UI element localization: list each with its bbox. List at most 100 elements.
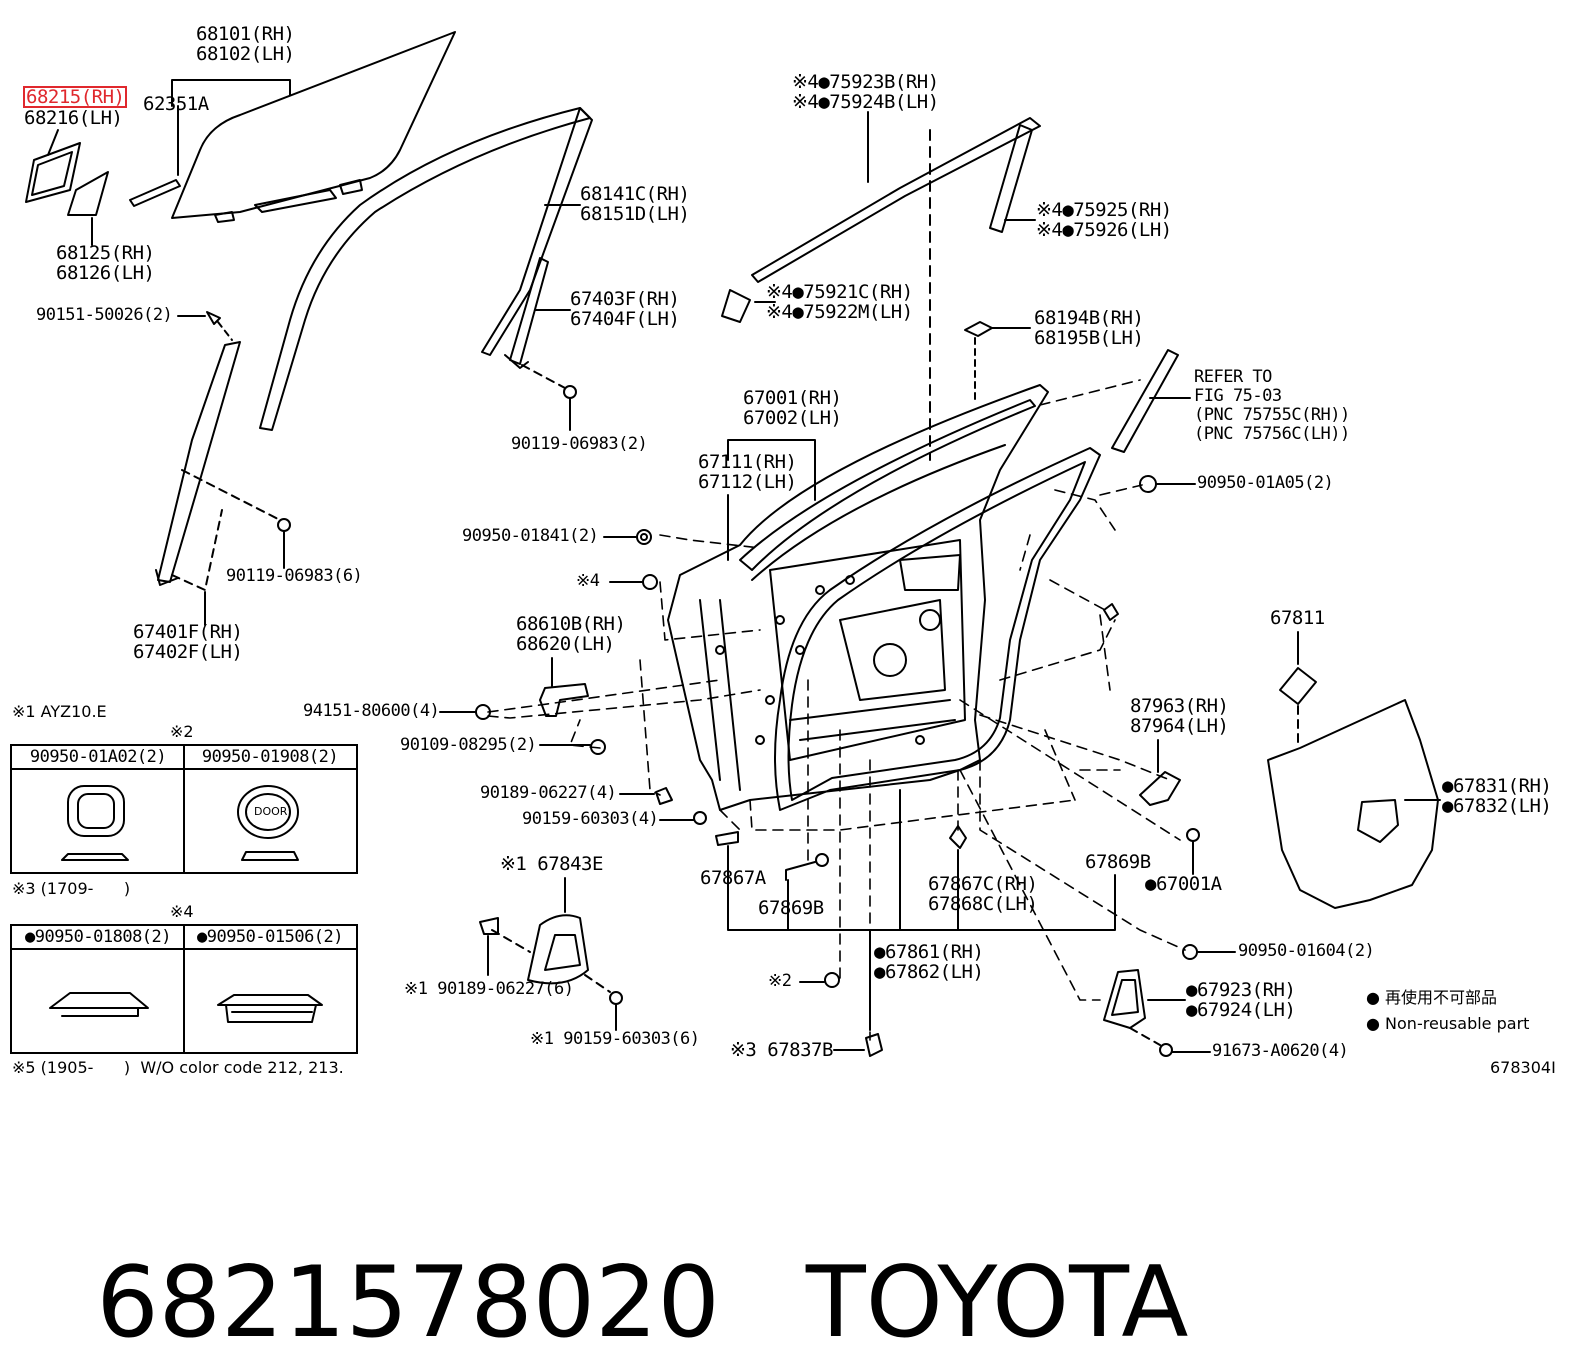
figure-id: 678304I	[1490, 1058, 1556, 1077]
door-weatherstrip-67861	[774, 447, 1101, 811]
label-68610: 68610B(RH)	[516, 613, 626, 635]
clip-upper-right	[1103, 603, 1119, 621]
grommet-90950-841	[603, 529, 652, 545]
clip-67837	[833, 1033, 883, 1057]
label-90151: 90151-50026(2)	[36, 305, 173, 325]
label-67112: 67112(LH)	[698, 471, 797, 493]
leader-67001	[727, 439, 816, 501]
clip-67869b-left	[785, 853, 829, 881]
clip-68194	[964, 321, 1031, 401]
pad-67811	[1279, 631, 1317, 746]
label-75921: ※4●75921C(RH)	[766, 281, 913, 303]
label-67867a: 67867A	[700, 867, 766, 889]
note-x3: ※3 (1709- )	[12, 879, 131, 898]
legend-english: ● Non-reusable part	[1366, 1014, 1530, 1033]
label-91673: 91673-A0620(4)	[1212, 1041, 1349, 1061]
label-67111: 67111(RH)	[698, 451, 797, 473]
plug-90950-01506	[217, 994, 323, 1023]
label-67867c: 67867C(RH)	[928, 873, 1038, 895]
grommet-90950-604	[1182, 944, 1236, 960]
label-90950-a05: 90950-01A05(2)	[1197, 473, 1334, 493]
note-x5: ※5 (1905- ) W/O color code 212, 213.	[12, 1058, 344, 1077]
clip-90189	[619, 787, 673, 805]
label-67001: 67001(RH)	[743, 387, 842, 409]
note-x1: ※1 AYZ10.E	[12, 702, 107, 721]
label-62351a: 62351A	[143, 93, 209, 115]
bolt-90151	[177, 311, 233, 341]
label-68125: 68125(RH)	[56, 242, 155, 264]
label-75923: ※4●75923B(RH)	[792, 71, 939, 93]
bolt-90119-top	[521, 364, 577, 431]
label-refer3: (PNC 75755C(RH))	[1194, 405, 1350, 425]
label-90109: 90109-08295(2)	[400, 735, 537, 755]
service-hole-cover-67831	[1267, 699, 1441, 909]
label-87964: 87964(LH)	[1130, 715, 1229, 737]
grommet-x2	[799, 972, 840, 988]
label-67843: ※1 67843E	[500, 853, 603, 875]
table-1-header-rule	[12, 768, 356, 770]
table-2-header-rule	[12, 948, 356, 950]
label-67401: 67401F(RH)	[133, 621, 243, 643]
label-90159-6: ※1 90159-60303(6)	[530, 1029, 700, 1049]
door-plug-text: DOOR	[254, 805, 288, 818]
label-90189-4: 90189-06227(4)	[480, 783, 617, 803]
footer-part-number: 6821578020	[96, 1246, 720, 1360]
glass-run-67403	[504, 257, 571, 369]
label-90950-604: 90950-01604(2)	[1238, 941, 1375, 961]
label-68620: 68620(LH)	[516, 633, 615, 655]
bracket-67923	[1103, 969, 1211, 1057]
label-67001a: ●67001A	[1145, 873, 1222, 895]
label-75924: ※4●75924B(LH)	[792, 91, 939, 113]
label-67868c: 67868C(LH)	[928, 893, 1038, 915]
label-75925: ※4●75925(RH)	[1036, 199, 1172, 221]
label-67831: ●67831(RH)	[1442, 775, 1552, 797]
note-x2: ※2	[170, 722, 194, 741]
hinge-68610	[539, 657, 589, 717]
front-door-panel	[667, 384, 1049, 811]
glass-channel-62351a	[129, 105, 181, 207]
label-67402: 67402F(LH)	[133, 641, 243, 663]
plug-table-2: ●90950-01808(2) ●90950-01506(2)	[10, 924, 358, 1054]
label-68151: 68151D(LH)	[580, 203, 690, 225]
leader-lines-bottom	[727, 789, 1116, 1031]
screw-90159	[659, 811, 707, 825]
label-67403: 67403F(RH)	[570, 288, 680, 310]
garnish-75755	[1111, 349, 1191, 453]
label-90119-6: 90119-06983(6)	[226, 566, 363, 586]
footer-brand: TOYOTA	[805, 1246, 1189, 1360]
table-1-col1: 90950-01A02(2)	[29, 747, 167, 767]
label-87963: 87963(RH)	[1130, 695, 1229, 717]
door-frame-moulding-68141	[259, 107, 593, 431]
footer-title: 6821578020 TOYOTA	[34, 1138, 1188, 1358]
clip-67867a	[715, 831, 739, 867]
door-parts-exploded-diagram	[25, 31, 1441, 1057]
label-67837: ※3 67837B	[730, 1039, 833, 1061]
legend-japanese: ● 再使用不可部品	[1366, 988, 1498, 1007]
table-2-col1: ●90950-01808(2)	[24, 927, 172, 947]
lower-frame-67401	[155, 341, 291, 626]
clip-67001a	[1186, 828, 1200, 875]
table-1-col2: 90950-01908(2)	[201, 747, 339, 767]
label-90950-841: 90950-01841(2)	[462, 526, 599, 546]
label-67862: ●67862(LH)	[874, 961, 984, 983]
leader-68101	[171, 79, 291, 107]
partition-glass-68215	[25, 129, 81, 203]
clip-67867c	[949, 825, 967, 869]
handle-87963	[1139, 739, 1181, 806]
label-68195: 68195B(LH)	[1034, 327, 1144, 349]
label-68101: 68101(RH)	[196, 23, 295, 45]
label-67923: ●67923(RH)	[1186, 979, 1296, 1001]
dashed-guides	[487, 379, 1186, 1041]
table-2-col2: ●90950-01506(2)	[196, 927, 344, 947]
label-68141: 68141C(RH)	[580, 183, 690, 205]
belt-moulding-75923	[751, 111, 1041, 461]
plug-90950-01808	[49, 992, 149, 1017]
label-94151: 94151-80600(4)	[303, 701, 440, 721]
label-67404: 67404F(LH)	[570, 308, 680, 330]
label-75926: ※4●75926(LH)	[1036, 219, 1172, 241]
label-68102: 68102(LH)	[196, 43, 295, 65]
label-68216: 68216(LH)	[24, 107, 123, 129]
table-2-divider	[183, 926, 185, 1052]
service-hole-cover-67843	[479, 877, 623, 1031]
label-67924: ●67924(LH)	[1186, 999, 1296, 1021]
